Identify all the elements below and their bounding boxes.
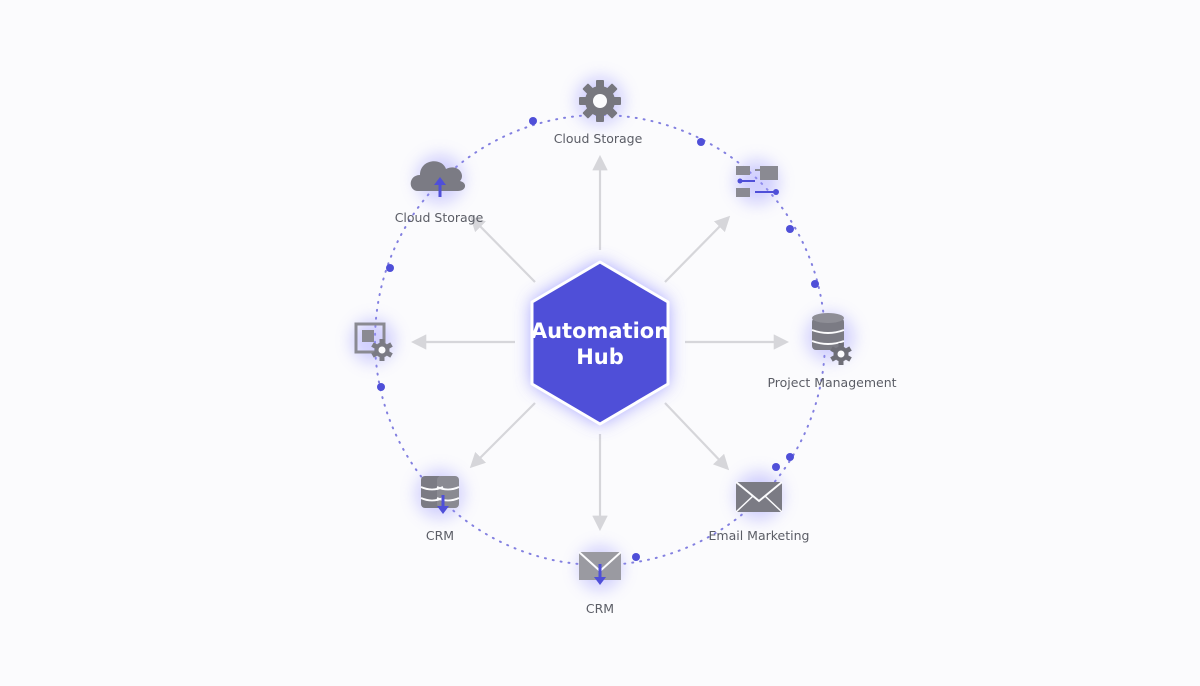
ring-dot — [786, 453, 794, 461]
hub-title: Automation Hub — [520, 318, 680, 370]
cloud-upload-icon — [410, 161, 466, 197]
ring-dot — [529, 117, 537, 125]
workflow-icon — [736, 166, 779, 197]
ring-dot — [377, 383, 385, 391]
hub-title-line2: Hub — [576, 345, 624, 369]
node-label-top: Cloud Storage — [553, 131, 643, 146]
hub-title-line1: Automation — [530, 319, 670, 343]
node-label-bottom-left: CRM — [425, 528, 455, 543]
node-label-top-left: Cloud Storage — [394, 210, 484, 225]
ring-dot — [786, 225, 794, 233]
database-gear-icon — [811, 313, 852, 365]
arrow-bottom-right — [664, 402, 730, 471]
node-label-right: Project Management — [767, 375, 897, 390]
ring-dot — [811, 280, 819, 288]
ring-dot — [386, 264, 394, 272]
node-label-bottom: CRM — [585, 601, 615, 616]
arrow-bottom-left — [469, 402, 536, 469]
hub-hexagon — [530, 260, 670, 426]
ring-dot — [632, 553, 640, 561]
ring-dots — [377, 117, 819, 561]
arrow-top-left — [469, 215, 536, 283]
inbox-download-icon — [578, 551, 622, 585]
envelope-icon — [735, 481, 783, 513]
arrow-top-right — [664, 215, 731, 283]
settings-panel-icon — [354, 322, 393, 361]
gear-icon — [579, 80, 621, 122]
ring-dot — [772, 463, 780, 471]
database-download-icon — [420, 476, 460, 514]
connector-arrows — [410, 154, 790, 532]
ring-dot — [697, 138, 705, 146]
node-label-bottom-right: Email Marketing — [708, 528, 810, 543]
